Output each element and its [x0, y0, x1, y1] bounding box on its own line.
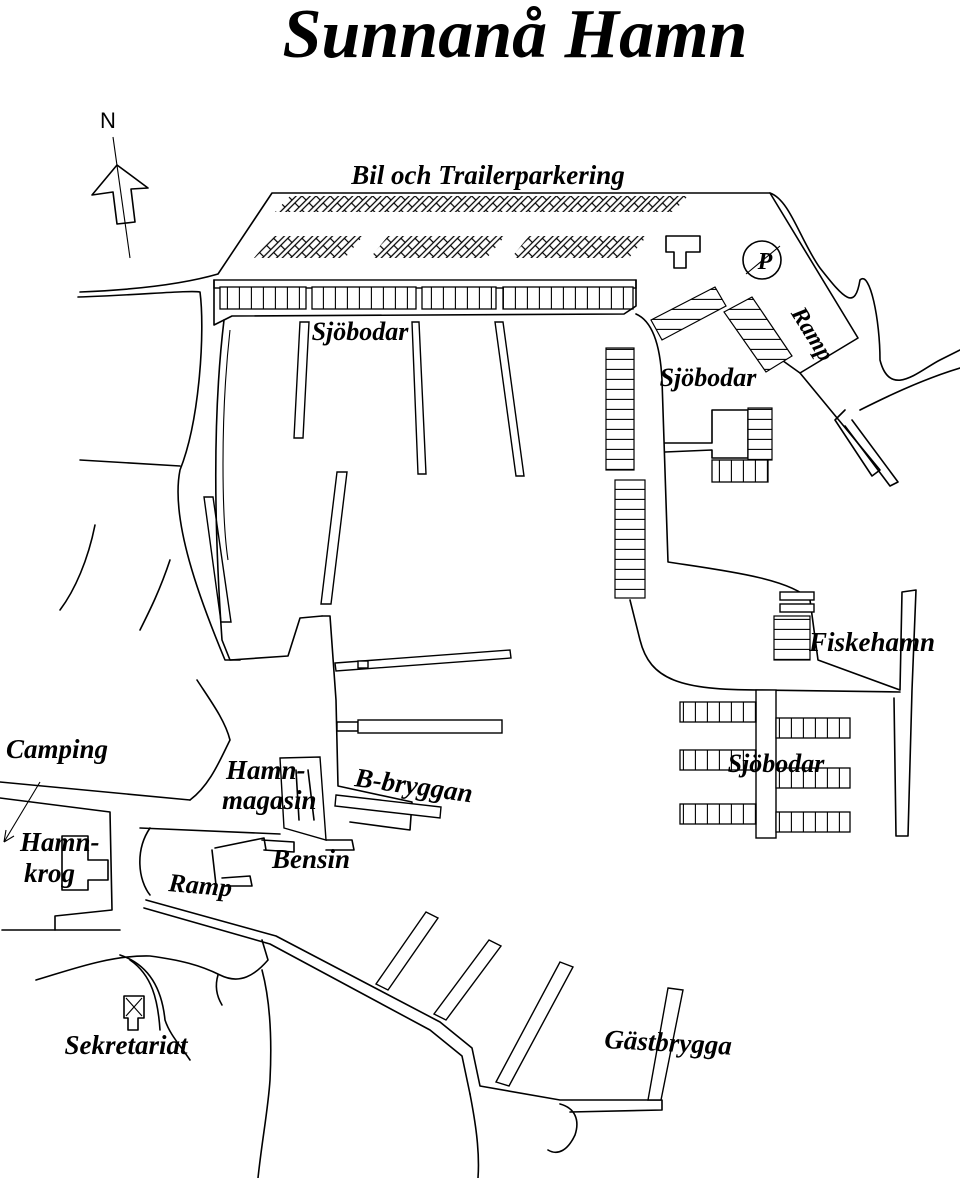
label-guest-pier: Gästbrygga: [604, 1024, 733, 1061]
shoreline-south: [35, 939, 480, 1178]
camping-arrow-icon: [3, 781, 41, 843]
label-boathouses-north: Sjöbodar: [312, 317, 410, 346]
label-warehouse-line2: magasin: [222, 785, 317, 815]
basin-jetties: [203, 319, 525, 661]
parking-symbol: P: [757, 249, 773, 275]
fishing-harbor: [773, 589, 917, 837]
map-title: Sunnanå Hamn: [283, 0, 748, 73]
boathouses-east-pier: [605, 313, 901, 693]
label-warehouse-line1: Hamn-: [225, 755, 306, 785]
boathouses-north: [213, 279, 637, 326]
label-boathouses-east: Sjöbodar: [660, 363, 758, 392]
guest-pier: [143, 899, 684, 1154]
label-camping: Camping: [6, 734, 108, 764]
north-label: N: [100, 108, 116, 133]
label-restaurant-line2: krog: [24, 858, 75, 888]
shoreline-north: P: [77, 192, 960, 661]
parking-sign-icon: [742, 240, 782, 280]
label-ramp-east: Ramp: [785, 302, 839, 366]
boathouses-south: [679, 689, 851, 839]
label-fuel: Bensin: [271, 844, 350, 874]
label-restaurant-line1: Hamn-: [19, 827, 100, 857]
north-arrow-icon: N: [91, 108, 149, 259]
harbor-warehouse: [279, 756, 355, 851]
label-boathouses-south: Sjöbodar: [728, 749, 826, 778]
shoreline-west: [0, 459, 295, 931]
label-secretariat: Sekretariat: [64, 1030, 189, 1060]
boathouses-east: [650, 286, 899, 487]
label-ramp-south: Ramp: [166, 868, 233, 903]
label-fishing-harbor: Fiskehamn: [808, 627, 935, 657]
west-pier: [321, 615, 512, 831]
label-parking-area: Bil och Trailerparkering: [350, 160, 625, 190]
